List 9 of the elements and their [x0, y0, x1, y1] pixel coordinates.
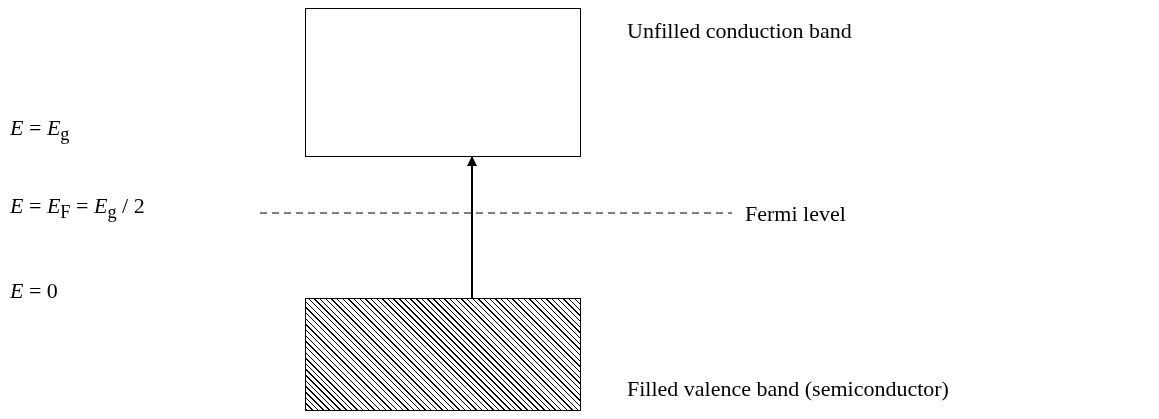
conduction-band-box [305, 8, 581, 157]
level-label: Fermi level [745, 203, 846, 225]
band-label: Unfilled conduction band [627, 20, 852, 42]
energy-level-label: E = E$_{g}$ [10, 117, 70, 144]
valence-band-box [305, 298, 581, 411]
arrow [467, 156, 477, 299]
energy-level-label: E = 0 [10, 280, 58, 302]
energy-level-label: E = E$_{F}$ = E$_{g}$ / 2 [10, 195, 145, 222]
band-label: Filled valence band (semiconductor) [627, 378, 949, 400]
